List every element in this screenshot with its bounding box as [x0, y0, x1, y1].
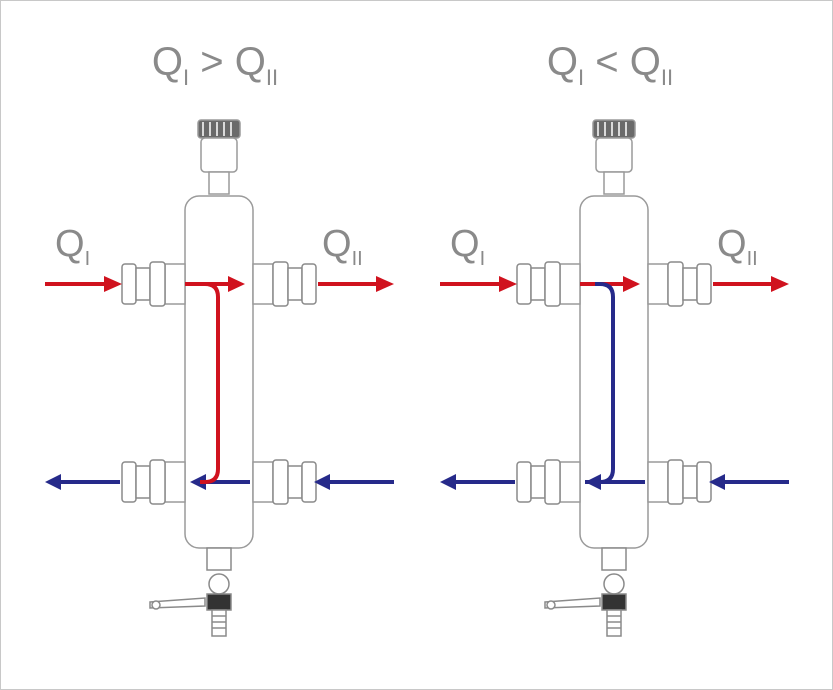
- upper-right-nozzle: [252, 263, 274, 305]
- upper-left-nozzle: [164, 263, 186, 305]
- panel-title: QI < QII: [546, 40, 674, 90]
- outlet-flow-label: QII: [322, 223, 363, 270]
- air-vent-icon: [592, 119, 636, 195]
- upper-right-nozzle: [647, 263, 669, 305]
- drain-valve-icon: [544, 547, 627, 637]
- lower-left-nozzle: [559, 461, 581, 503]
- hydraulic-separator-diagram: [440, 119, 789, 637]
- air-vent-icon: [197, 119, 241, 195]
- bypass-flow-path: [190, 282, 220, 484]
- union-fitting-icon: [516, 261, 712, 505]
- union-fitting-icon: [121, 261, 317, 505]
- inlet-flow-label: QI: [450, 223, 486, 270]
- inlet-flow-label: QI: [55, 223, 91, 270]
- lower-right-nozzle: [252, 461, 274, 503]
- upper-left-nozzle: [559, 263, 581, 305]
- lower-right-nozzle: [647, 461, 669, 503]
- panel-flow-less: QI < QII QI QII: [395, 0, 795, 690]
- lower-left-nozzle: [164, 461, 186, 503]
- outlet-flow-label: QII: [717, 223, 758, 270]
- hot-flow: [440, 276, 789, 292]
- hydraulic-separator-diagram: [45, 119, 394, 637]
- bypass-flow-path: [585, 282, 615, 484]
- drain-valve-icon: [149, 547, 232, 637]
- panel-flow-greater: QI > QII QI QII: [0, 0, 400, 690]
- panel-title: QI > QII: [151, 40, 279, 90]
